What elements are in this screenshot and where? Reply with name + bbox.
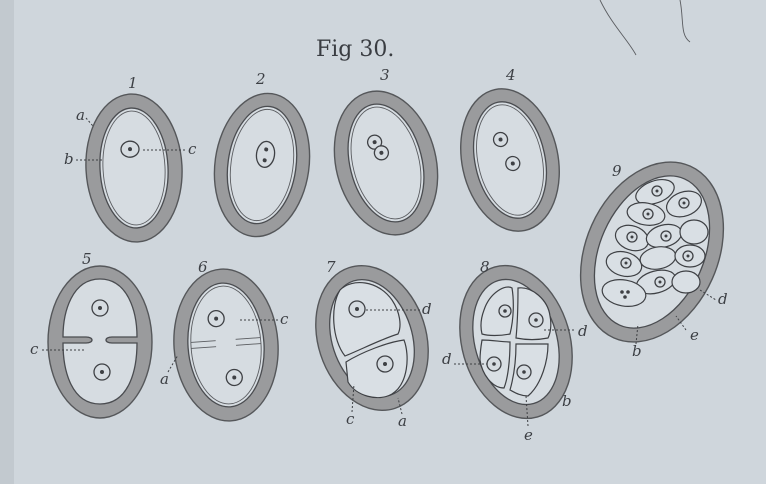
figure-9-letter-e: e [690, 326, 699, 344]
figure-1-number: 1 [128, 74, 138, 92]
figure-6-number: 6 [198, 258, 208, 276]
figure-7-letter-a: a [398, 412, 407, 430]
figure-9-letter-b: b [632, 342, 642, 360]
figure-8-letter-d-right: d [578, 322, 588, 340]
plate-left-edge [0, 0, 14, 484]
figure-9-number: 9 [612, 162, 622, 180]
figure-7-letter-d: d [422, 300, 432, 318]
figure-3-number: 3 [380, 66, 390, 84]
figure-2-number: 2 [255, 70, 266, 88]
figure-9-letter-d: d [718, 290, 728, 308]
figure-title: Fig 30. [316, 37, 394, 62]
figure-8-number: 8 [480, 258, 490, 276]
figure-6-letter-c: c [280, 310, 289, 328]
figure-6-letter-a: a [160, 370, 169, 388]
figure-8-letter-e: e [524, 426, 533, 444]
figure-4-number: 4 [505, 66, 516, 84]
figure-5-cell [48, 266, 152, 418]
figure-1-letter-a: a [76, 106, 85, 124]
figure-8-letter-d-left: d [442, 350, 452, 368]
figure-8-letter-b: b [562, 392, 572, 410]
figure-7-letter-c: c [346, 410, 355, 428]
figure-1-letter-b: b [64, 150, 74, 168]
figure-5-number: 5 [82, 250, 92, 268]
figure-7-number: 7 [326, 258, 336, 276]
figure-1-letter-c: c [188, 140, 197, 158]
figure-5-letter-c: c [30, 340, 39, 358]
